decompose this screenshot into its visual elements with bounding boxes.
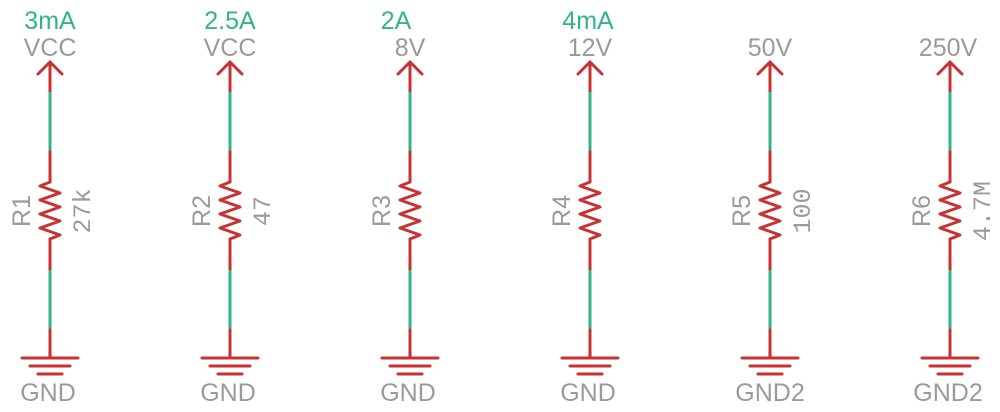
ground-icon (380, 356, 440, 376)
resistor-zigzag-icon (38, 180, 62, 241)
ground-label: GND2 (913, 379, 982, 407)
circuit-column: 250V GND2 R6 4.7M (908, 34, 998, 407)
circuit-column: 50V GND2 R5 100 (728, 34, 818, 407)
supply-label: 50V (748, 34, 793, 62)
supply-label: VCC (24, 34, 77, 62)
resistor-ref: R6 (908, 195, 936, 227)
resistor-zigzag-icon (578, 180, 602, 241)
circuit-column: 3mA VCC GND R1 27k (8, 7, 98, 407)
ground-label: GND (200, 379, 256, 407)
ground-icon (200, 356, 260, 376)
supply-label: 12V (568, 34, 613, 62)
ground-icon (740, 356, 800, 376)
supply-arrow-icon (36, 60, 64, 94)
circuit-column: 4mA 12V GND R4 (548, 7, 620, 407)
resistor-zigzag-icon (938, 180, 962, 241)
ground-icon (560, 356, 620, 376)
resistor-ref: R2 (188, 195, 216, 227)
resistor-value: 4.7M (969, 181, 998, 241)
resistor-ref: R3 (368, 195, 396, 227)
supply-label: 8V (395, 34, 426, 62)
resistor-value: 47 (249, 196, 278, 226)
resistor-ref: R1 (8, 195, 36, 227)
resistor-ref: R5 (728, 195, 756, 227)
resistor-value: 100 (789, 188, 818, 233)
ground-label: GND (380, 379, 436, 407)
supply-arrow-icon (216, 60, 244, 94)
supply-arrow-icon (576, 60, 604, 94)
resistor-zigzag-icon (758, 180, 782, 241)
supply-arrow-icon (396, 60, 424, 94)
resistor-zigzag-icon (218, 180, 242, 241)
supply-arrow-icon (756, 60, 784, 94)
supply-arrow-icon (936, 60, 964, 94)
current-label: 3mA (24, 7, 76, 35)
circuit-column: 2.5A VCC GND R2 47 (188, 7, 278, 407)
current-label: 4mA (562, 7, 614, 35)
supply-label: VCC (204, 34, 257, 62)
ground-icon (920, 356, 980, 376)
ground-label: GND (20, 379, 76, 407)
current-label: 2A (381, 7, 412, 35)
supply-label: 250V (919, 34, 978, 62)
resistor-zigzag-icon (398, 180, 422, 241)
current-label: 2.5A (204, 7, 256, 35)
resistor-value: 27k (69, 188, 98, 233)
ground-icon (20, 356, 80, 376)
resistor-ref: R4 (548, 195, 576, 227)
ground-label: GND (560, 379, 616, 407)
ground-label: GND2 (735, 379, 804, 407)
circuit-column: 2A 8V GND R3 (368, 7, 440, 407)
